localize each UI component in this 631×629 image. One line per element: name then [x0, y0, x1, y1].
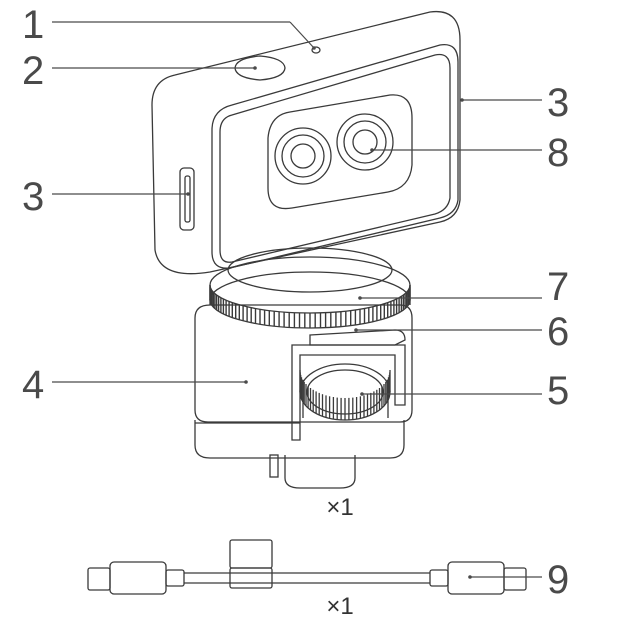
- ring-knurling: [209, 285, 411, 328]
- base-screw: [284, 455, 356, 489]
- usb-port: [179, 167, 195, 231]
- indicator-led: [311, 46, 321, 54]
- camera-body: [151, 10, 461, 275]
- base-slot-frame: [291, 344, 406, 441]
- power-button: [234, 55, 286, 81]
- quantity-cable: ×1: [326, 593, 353, 620]
- callout-2: 2: [22, 49, 44, 93]
- camera-front-face: [211, 43, 459, 269]
- camera-shell: [151, 10, 461, 275]
- lock-lever: [309, 329, 406, 346]
- callout-9: 9: [547, 558, 569, 602]
- usb-cable: [87, 539, 527, 595]
- base-bottom-plate: [194, 420, 405, 459]
- callout-3-right: 3: [547, 81, 569, 125]
- rotating-ring: [209, 247, 411, 329]
- callout-8: 8: [547, 131, 569, 175]
- mount-base: [194, 304, 413, 489]
- base-pin-left: [269, 454, 279, 478]
- callout-4: 4: [22, 363, 44, 407]
- callout-3-left: 3: [22, 175, 44, 219]
- callout-7: 7: [547, 265, 569, 309]
- callout-1: 1: [22, 3, 44, 47]
- callout-5: 5: [547, 369, 569, 413]
- callout-6: 6: [547, 310, 569, 354]
- quantity-camera: ×1: [326, 494, 353, 521]
- adjustment-knob: [299, 363, 391, 421]
- base-block: [194, 304, 413, 423]
- dual-lens: [267, 94, 413, 210]
- leader-lines: [52, 21, 542, 579]
